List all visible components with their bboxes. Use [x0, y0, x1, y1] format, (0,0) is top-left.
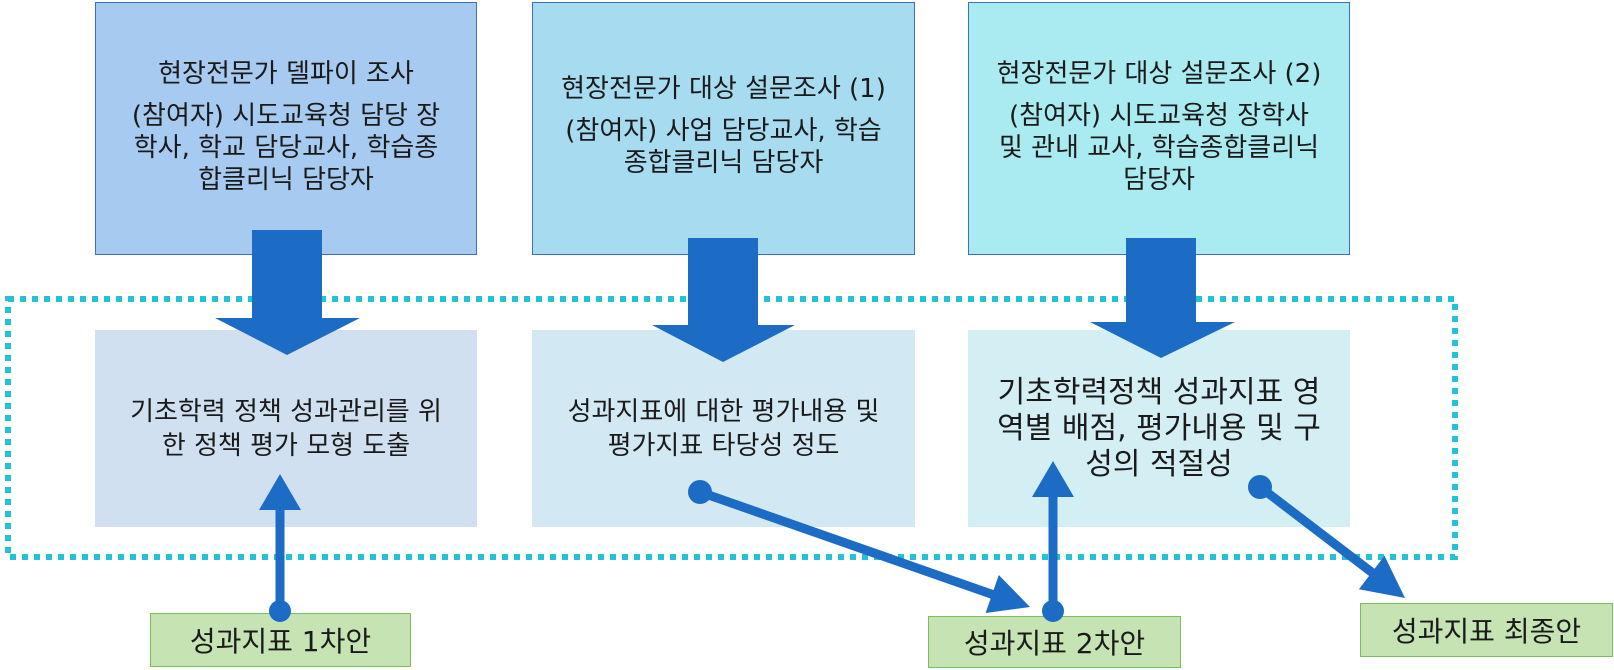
appropriateness-box: 기초학력정책 성과지표 영 역별 배점, 평가내용 및 구 성의 적절성	[968, 330, 1350, 527]
box-text-line: 성과지표에 대한 평가내용 및	[567, 396, 880, 427]
box-text-line: 기초학력정책 성과지표 영	[997, 374, 1321, 410]
field-survey-1-box: 현장전문가 대상 설문조사 (1) (참여자) 사업 담당교사, 학습 종합클리…	[532, 2, 915, 255]
box-title: 현장전문가 대상 설문조사 (1)	[561, 74, 886, 104]
arrowhead-icon	[1358, 555, 1405, 598]
box-title: 현장전문가 대상 설문조사 (2)	[996, 59, 1322, 89]
participants-line: 합클리닉 담당자	[198, 165, 374, 195]
participants-line: 종합클리닉 담당자	[623, 148, 824, 178]
delphi-survey-box: 현장전문가 델파이 조사 (참여자) 시도교육청 담당 장 학사, 학교 담당교…	[95, 2, 477, 255]
participants-line: (참여자) 시도교육청 장학사	[1009, 101, 1309, 131]
box-text-line: 역별 배점, 평가내용 및 구	[997, 410, 1321, 446]
participants-line: 학사, 학교 담당교사, 학습종	[133, 133, 439, 163]
participants-line: 담당자	[1123, 165, 1195, 195]
box-title: 현장전문가 델파이 조사	[158, 59, 414, 89]
box-text-line: 한 정책 평가 모형 도출	[161, 430, 411, 461]
participants-line: (참여자) 시도교육청 담당 장	[131, 101, 441, 131]
evaluation-model-box: 기초학력 정책 성과관리를 위 한 정책 평가 모형 도출	[95, 330, 477, 527]
participants-line: 및 관내 교사, 학습종합클리닉	[998, 133, 1320, 163]
draft-1-label: 성과지표 1차안	[150, 613, 411, 667]
participants-line: (참여자) 사업 담당교사, 학습	[565, 116, 882, 146]
final-draft-label: 성과지표 최종안	[1360, 603, 1613, 657]
validity-box: 성과지표에 대한 평가내용 및 평가지표 타당성 정도	[532, 330, 915, 527]
box-text-line: 기초학력 정책 성과관리를 위	[130, 396, 442, 427]
draft-2-label: 성과지표 2차안	[928, 616, 1181, 668]
box-text-line: 평가지표 타당성 정도	[607, 430, 840, 461]
arrowhead-icon	[985, 575, 1030, 613]
box-text-line: 성의 적절성	[1085, 446, 1233, 482]
field-survey-2-box: 현장전문가 대상 설문조사 (2) (참여자) 시도교육청 장학사 및 관내 교…	[968, 2, 1350, 255]
